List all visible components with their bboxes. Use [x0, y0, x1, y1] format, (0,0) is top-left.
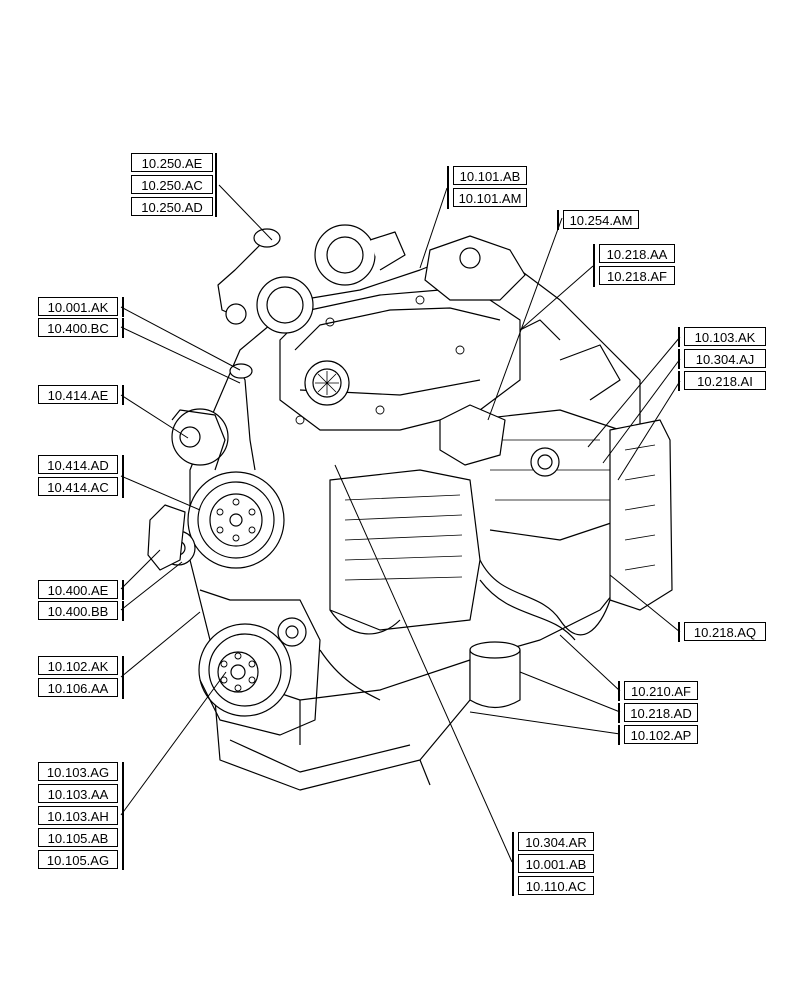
part-ref-label: 10.250.AE [131, 153, 213, 172]
part-ref-label: 10.105.AG [38, 850, 118, 869]
part-ref-label: 10.102.AK [38, 656, 118, 675]
callout-group: 10.218.AQ [678, 622, 768, 642]
part-ref-label: 10.101.AM [453, 188, 527, 207]
callout-group: 10.414.AD 10.414.AC [38, 455, 124, 498]
part-ref-label: 10.250.AD [131, 197, 213, 216]
callout-group: 10.210.AF [618, 681, 700, 701]
leader-lines [120, 184, 681, 863]
part-ref-label: 10.103.AK [684, 327, 766, 346]
callout-group: 10.400.AE [38, 580, 124, 600]
part-ref-label: 10.218.AQ [684, 622, 766, 641]
callout-group: 10.102.AK 10.106.AA [38, 656, 124, 699]
part-ref-label: 10.400.BB [38, 601, 118, 620]
part-ref-label: 10.105.AB [38, 828, 118, 847]
part-ref-label: 10.210.AF [624, 681, 698, 700]
part-ref-label: 10.101.AB [453, 166, 527, 185]
part-ref-label: 10.103.AG [38, 762, 118, 781]
part-ref-label: 10.102.AP [624, 725, 698, 744]
part-ref-label: 10.103.AH [38, 806, 118, 825]
part-ref-label: 10.110.AC [518, 876, 594, 895]
callout-group: 10.304.AJ [678, 349, 768, 369]
callout-group: 10.400.BC [38, 318, 124, 338]
engine-drawing [147, 224, 673, 791]
part-ref-label: 10.400.AE [38, 580, 118, 599]
callout-group: 10.414.AE [38, 385, 124, 405]
callout-group: 10.218.AI [678, 371, 768, 391]
part-ref-label: 10.414.AD [38, 455, 118, 474]
part-ref-label: 10.218.AF [599, 266, 675, 285]
part-ref-label: 10.218.AI [684, 371, 766, 390]
callout-group: 10.001.AK [38, 297, 124, 317]
callout-group: 10.101.AB 10.101.AM [447, 166, 529, 209]
callout-group: 10.254.AM [557, 210, 641, 230]
callout-group: 10.250.AE 10.250.AC 10.250.AD [131, 153, 217, 217]
callout-group: 10.103.AG 10.103.AA 10.103.AH 10.105.AB … [38, 762, 124, 870]
callout-group: 10.304.AR 10.001.AB 10.110.AC [512, 832, 596, 896]
part-ref-label: 10.001.AK [38, 297, 118, 316]
part-ref-label: 10.218.AA [599, 244, 675, 263]
part-ref-label: 10.106.AA [38, 678, 118, 697]
part-ref-label: 10.103.AA [38, 784, 118, 803]
part-ref-label: 10.001.AB [518, 854, 594, 873]
part-ref-label: 10.254.AM [563, 210, 639, 229]
callout-group: 10.103.AK [678, 327, 768, 347]
part-ref-label: 10.414.AC [38, 477, 118, 496]
part-ref-label: 10.304.AJ [684, 349, 766, 368]
part-ref-label: 10.400.BC [38, 318, 118, 337]
callout-group: 10.218.AA 10.218.AF [593, 244, 677, 287]
part-ref-label: 10.218.AD [624, 703, 698, 722]
part-ref-label: 10.304.AR [518, 832, 594, 851]
callout-group: 10.400.BB [38, 601, 124, 621]
callout-group: 10.102.AP [618, 725, 700, 745]
part-ref-label: 10.414.AE [38, 385, 118, 404]
callout-group: 10.218.AD [618, 703, 700, 723]
part-ref-label: 10.250.AC [131, 175, 213, 194]
